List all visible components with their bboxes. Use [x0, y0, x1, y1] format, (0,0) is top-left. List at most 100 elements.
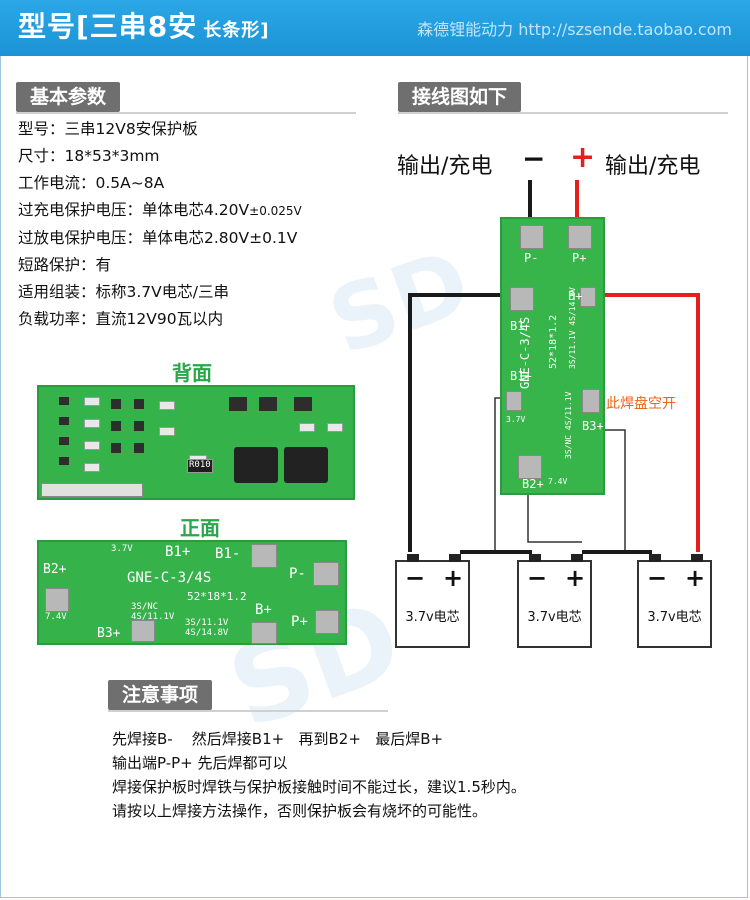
back-resistor: [159, 427, 175, 436]
param-row: 过放电保护电压：单体电芯2.80V±0.1V: [18, 225, 302, 252]
front-photo-label: 正面: [180, 516, 220, 540]
cell-minus-sign: −: [405, 564, 426, 592]
back-component: [134, 421, 144, 431]
wiring-silk-b3p: B3+: [582, 419, 604, 433]
title-text: 型号[三串8安: [18, 10, 198, 43]
cell-label: 3.7v电芯: [405, 610, 460, 625]
cell-minus-terminal: [529, 554, 541, 562]
back-component: [111, 421, 121, 431]
front-pad-pm: [313, 562, 339, 586]
param-value: 有: [95, 256, 112, 274]
back-component: [111, 399, 121, 409]
cell-plus-sign: +: [565, 564, 586, 592]
wiring-silk-37v: 3.7V: [506, 415, 526, 424]
wiring-silk-pp: P+: [572, 251, 587, 265]
back-resistor: [84, 397, 100, 406]
wiring-silk-size: 52*18*1.2: [548, 314, 559, 369]
param-value: 单体电芯2.80V±0.1V: [142, 229, 298, 247]
back-component: [134, 443, 144, 453]
page-title: 型号[三串8安长条形]: [18, 5, 270, 45]
param-value: 18*53*3mm: [64, 147, 160, 165]
front-pad-bp: [251, 622, 277, 644]
param-tolerance: ±0.025V: [249, 204, 302, 218]
cell-minus-terminal: [407, 554, 419, 562]
param-label: 尺寸：: [18, 147, 65, 165]
note-line: 焊接保护板时焊铁与保护板接触时间不能过长，建议1.5秒内。: [112, 778, 526, 796]
wiring-pad-b1p: [506, 391, 522, 411]
param-row: 型号：三串12V8安保护板: [18, 116, 302, 143]
note-line: 请按以上焊接方法操作，否则保护板会有烧坏的可能性。: [112, 802, 488, 820]
back-mosfet-right: [284, 447, 328, 483]
notes-section-rule: [108, 710, 388, 712]
note-line: 先焊接B- 然后焊接B1+ 再到B2+ 最后焊B+: [112, 730, 444, 748]
front-silk-size: 52*18*1.2: [187, 590, 247, 603]
front-silk-37v: 3.7V: [111, 544, 133, 554]
wiring-board: P- P+ B1- B1+ B+ GNE-C-3/4S 52*18*1.2 3S…: [500, 217, 605, 495]
back-resistor: [159, 401, 175, 410]
back-component: [59, 417, 69, 425]
shop-name: 森德锂能动力 http://szsende.taobao.com: [417, 20, 732, 39]
front-silk-pp: P+: [291, 614, 308, 630]
wiring-section-rule: [398, 112, 728, 114]
wiring-output-left-label: 输出/充电: [397, 154, 493, 179]
battery-cell: − + 3.7v电芯: [637, 554, 712, 648]
wiring-silk-74: 7.4V: [548, 477, 568, 486]
notes-list: 先焊接B- 然后焊接B1+ 再到B2+ 最后焊B+ 输出端P-P+ 先后焊都可以…: [112, 727, 526, 823]
front-silk-3s111: 3S/11.1V: [185, 618, 229, 628]
wiring-silk-model: GNE-C-3/4S: [518, 316, 532, 389]
param-row: 过充电保护电压：单体电芯4.20V±0.025V: [18, 197, 302, 225]
back-resistor: [84, 419, 100, 428]
notes-section-tag: 注意事项: [108, 680, 213, 710]
wiring-pad-b2p: [518, 455, 542, 479]
front-silk-b1p: B1+: [165, 544, 191, 560]
cell-plus-sign: +: [685, 564, 706, 592]
back-resistor-marked: R010: [187, 459, 213, 473]
back-component: [59, 397, 69, 405]
front-silk-b2p: B2+: [43, 562, 67, 577]
front-silk-pm: P-: [289, 566, 306, 582]
params-section-tag: 基本参数: [16, 82, 121, 112]
front-silk-bp: B+: [255, 602, 272, 618]
front-silk-b3p: B3+: [97, 626, 121, 641]
back-chip: [229, 397, 247, 411]
header-bar: 型号[三串8安长条形] 森德锂能动力 http://szsende.taobao…: [0, 0, 750, 56]
front-silk-4s148: 4S/14.8V: [185, 628, 229, 638]
back-resistor-marking: R010: [189, 460, 211, 470]
cell-plus-terminal: [449, 554, 461, 562]
back-photo-label: 背面: [172, 361, 212, 385]
back-edge-pads: [41, 483, 143, 497]
param-row: 适用组装：标称3.7V电芯/三串: [18, 279, 302, 306]
front-pad-pp: [315, 610, 339, 634]
cell-label: 3.7v电芯: [647, 610, 702, 625]
wiring-pad-pp: [568, 225, 592, 249]
wiring-minus-sign: −: [522, 142, 546, 175]
cell-minus-sign: −: [647, 564, 668, 592]
param-value: 直流12V90瓦以内: [95, 310, 224, 328]
param-label: 过充电保护电压：: [18, 201, 143, 219]
battery-cell: − + 3.7v电芯: [517, 554, 592, 648]
front-pad-b2p: [45, 588, 69, 612]
back-board-photo: R010: [37, 385, 355, 500]
wiring-pad-b3p: [582, 389, 600, 413]
wiring-silk-bp: B+: [568, 289, 583, 303]
title-subtitle: 长条形]: [203, 20, 270, 41]
param-row: 工作电流：0.5A~8A: [18, 170, 302, 197]
wiring-pad-pm: [520, 225, 544, 249]
front-silk-b1m: B1-: [215, 546, 241, 562]
param-label: 负载功率：: [18, 310, 96, 328]
cell-minus-terminal: [649, 554, 661, 562]
params-list: 型号：三串12V8安保护板 尺寸：18*53*3mm 工作电流：0.5A~8A …: [18, 116, 302, 333]
back-resistor: [84, 463, 100, 472]
back-resistor: [299, 423, 315, 432]
param-label: 型号：: [18, 120, 65, 138]
param-label: 过放电保护电压：: [18, 229, 143, 247]
back-resistor: [84, 441, 100, 450]
back-mosfet-left: [234, 447, 278, 483]
param-value: 单体电芯4.20V: [142, 201, 250, 219]
cell-label: 3.7v电芯: [527, 610, 582, 625]
back-chip: [294, 397, 312, 411]
wiring-pad-b1: [510, 287, 534, 311]
back-component: [59, 437, 69, 445]
battery-cell: − + 3.7v电芯: [395, 554, 470, 648]
wiring-plus-sign: +: [570, 140, 596, 175]
